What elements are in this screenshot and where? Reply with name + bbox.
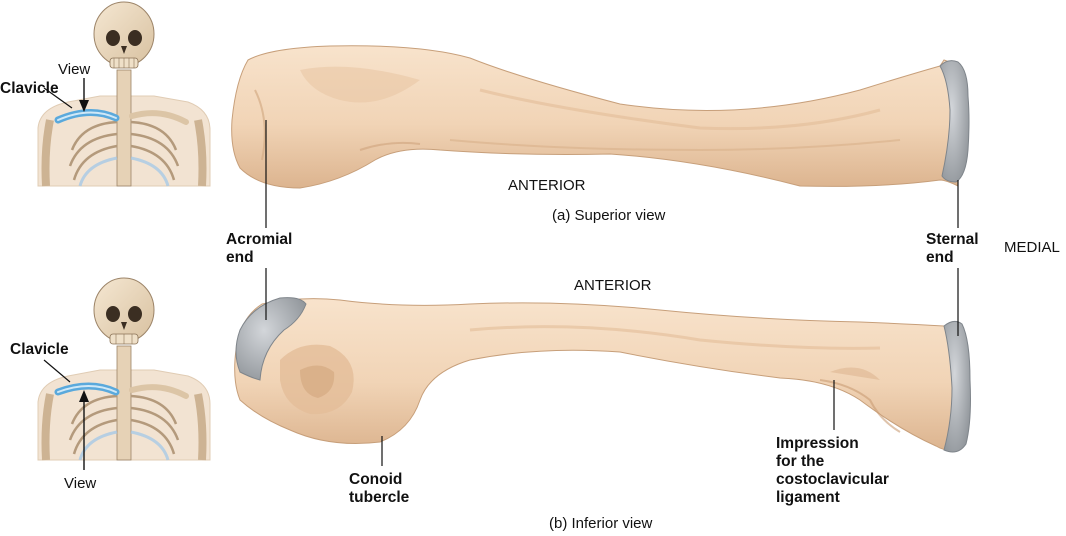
sternal-end-label-line2: end (926, 249, 954, 266)
conoid-tubercle-label-line2: tubercle (349, 489, 410, 506)
thumbnail-superior (37, 1, 211, 187)
impression-label-line1: Impression (776, 435, 859, 452)
sternal-cartilage-superior (939, 60, 970, 183)
thumb-clavicle-label-inferior: Clavicle (10, 341, 69, 358)
thumb-view-label-inferior: View (64, 475, 97, 492)
view-arrow-icon (79, 78, 89, 112)
clavicle-highlight-icon (54, 382, 120, 396)
impression-label-line4: ligament (776, 489, 840, 506)
impression-label-line2: for the (776, 453, 825, 470)
sternal-end-label-line1: Sternal (926, 231, 979, 248)
thumb-view-label-superior: View (58, 61, 91, 78)
ribcage-icon (68, 394, 180, 455)
clavicle-inferior (234, 297, 971, 453)
skull-icon (93, 277, 155, 345)
impression-label-line3: costoclavicular (776, 471, 889, 488)
caption-inferior: (b) Inferior view (549, 515, 653, 532)
ribcage-icon (68, 120, 180, 181)
thumb-clavicle-label-superior: Clavicle (0, 80, 59, 97)
thumbnail-inferior (37, 277, 211, 470)
acromial-end-label-line1: Acromial (226, 231, 293, 248)
clavicle-highlight-icon (54, 109, 120, 124)
sternal-cartilage-inferior (943, 320, 971, 453)
anterior-label-inferior: ANTERIOR (574, 277, 652, 294)
caption-superior: (a) Superior view (552, 207, 666, 224)
skull-icon (93, 1, 155, 69)
medial-label: MEDIAL (1004, 239, 1060, 256)
anterior-label-superior: ANTERIOR (508, 177, 586, 194)
view-arrow-icon (79, 390, 89, 470)
acromial-cartilage-inferior (235, 297, 307, 381)
conoid-tubercle-label-line1: Conoid (349, 471, 403, 488)
clavicle-superior (231, 45, 970, 189)
leader-lines (265, 120, 959, 466)
acromial-end-label-line2: end (226, 249, 254, 266)
